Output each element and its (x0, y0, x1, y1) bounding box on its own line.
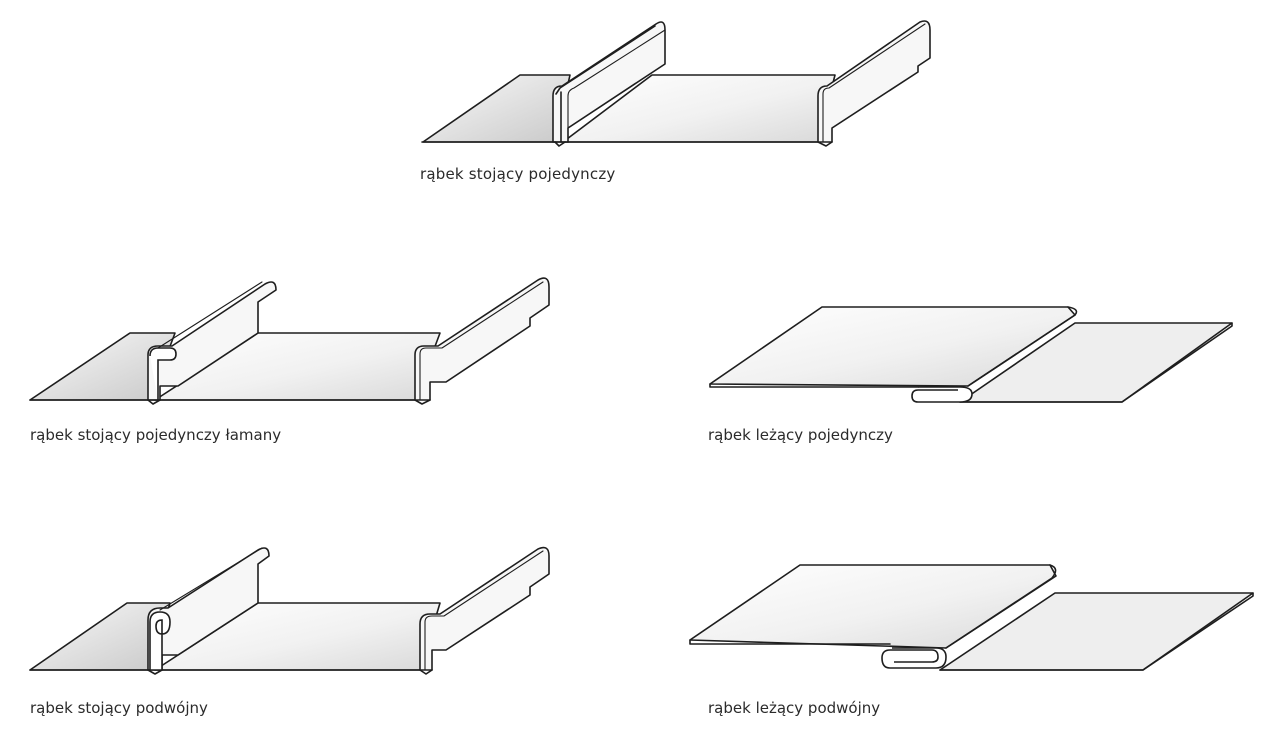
caption-single-standing-bent: rąbek stojący pojedynczy łamany (30, 426, 281, 444)
left-sheet (422, 74, 571, 143)
double-flat-fold (881, 647, 947, 669)
right-edge-rib (414, 277, 550, 401)
caption-single-standing: rąbek stojący pojedynczy (420, 165, 616, 183)
bent-fold (149, 347, 177, 400)
diagram-single-flat-seam (709, 306, 1233, 403)
diagram-single-standing-seam (421, 20, 931, 147)
upper-sheet (689, 564, 1057, 649)
flat-fold (911, 386, 973, 403)
diagram-double-standing-seam (29, 546, 550, 675)
bent-seam-rib (147, 281, 277, 401)
right-edge-rib (817, 20, 931, 143)
caption-single-flat: rąbek leżący pojedynczy (708, 426, 893, 444)
right-edge-rib (419, 546, 550, 671)
caption-double-flat: rąbek leżący podwójny (708, 699, 880, 717)
double-fold (149, 611, 171, 670)
diagram-double-flat-seam (689, 564, 1254, 671)
upper-sheet (709, 306, 1076, 387)
caption-double-standing: rąbek stojący podwójny (30, 699, 208, 717)
diagram-single-standing-bent-seam (29, 277, 550, 405)
